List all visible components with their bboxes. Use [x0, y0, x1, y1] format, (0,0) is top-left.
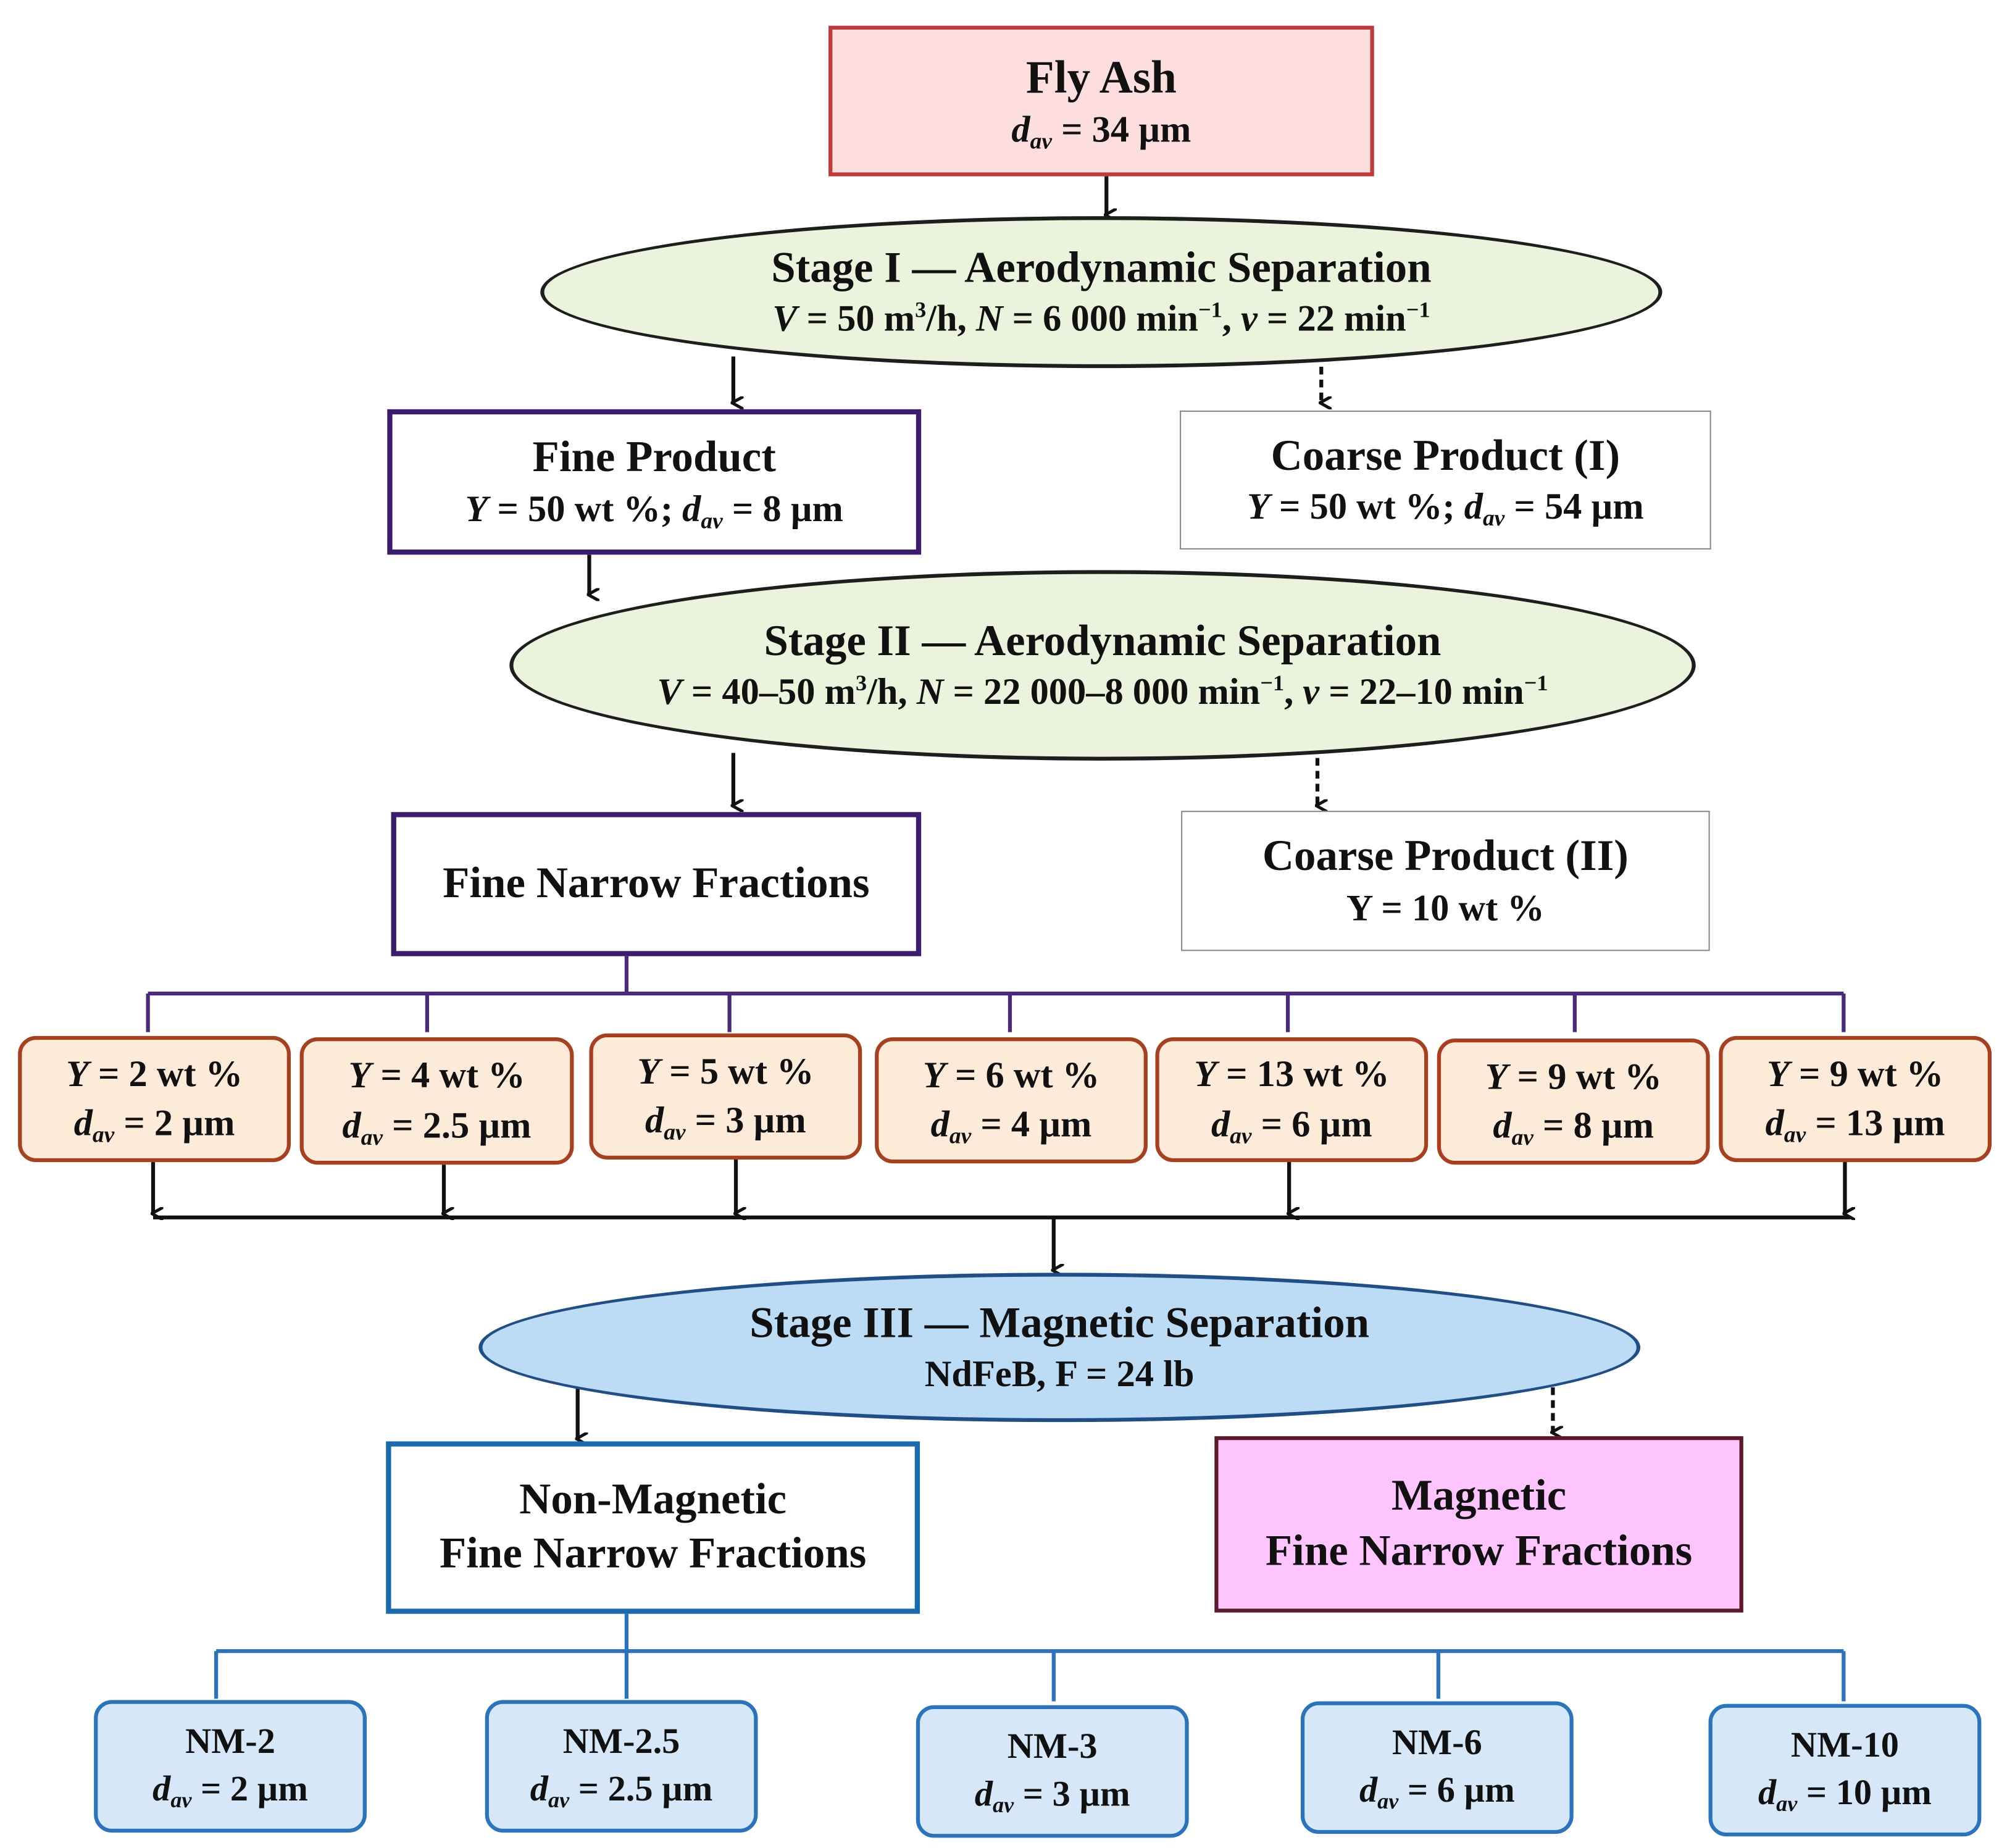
coarse-product-1-title: Coarse Product (I) [1271, 432, 1621, 480]
fly-ash-box: Fly Ash dav = 34 µm [828, 25, 1374, 177]
coarse-product-2-yield: Y = 10 wt % [1346, 887, 1545, 929]
stage-3-title: Stage III — Magnetic Separation [749, 1299, 1370, 1347]
coarse-product-1-params: Y = 50 wt %; dav = 54 µm [1247, 487, 1644, 531]
nm-product-size: dav = 6 µm [1359, 1770, 1515, 1813]
stage-2-ellipse: Stage II — Aerodynamic Separation V = 40… [509, 570, 1696, 761]
stage-1-title: Stage I — Aerodynamic Separation [771, 244, 1432, 292]
fraction-yield: Y = 9 wt % [1485, 1056, 1662, 1098]
fraction-box: Y = 4 wt % dav = 2.5 µm [299, 1037, 574, 1165]
stage-2-title: Stage II — Aerodynamic Separation [764, 617, 1442, 665]
magnetic-line2: Fine Narrow Fractions [1265, 1527, 1693, 1575]
fraction-yield: Y = 2 wt % [65, 1053, 243, 1095]
fraction-size: dav = 3 µm [645, 1100, 806, 1145]
fraction-box: Y = 9 wt % dav = 13 µm [1719, 1035, 1992, 1163]
nm-product-name: NM-2.5 [562, 1721, 680, 1762]
nm-product-name: NM-2 [185, 1721, 275, 1762]
fraction-box: Y = 5 wt % dav = 3 µm [589, 1033, 862, 1160]
coarse-product-2-title: Coarse Product (II) [1262, 832, 1629, 880]
stage-1-ellipse: Stage I — Aerodynamic Separation V = 50 … [540, 216, 1663, 369]
magnetic-line1: Magnetic [1391, 1472, 1567, 1520]
fraction-yield: Y = 6 wt % [922, 1055, 1100, 1097]
fine-product-title: Fine Product [532, 433, 776, 482]
coarse-product-2-box: Coarse Product (II) Y = 10 wt % [1181, 811, 1710, 951]
fraction-box: Y = 13 wt % dav = 6 µm [1155, 1037, 1429, 1163]
fraction-box: Y = 6 wt % dav = 4 µm [875, 1037, 1148, 1164]
nm-product-box: NM-6 dav = 6 µm [1300, 1701, 1574, 1834]
nm-product-name: NM-6 [1392, 1722, 1482, 1763]
fractions-bus [146, 955, 1846, 1032]
fraction-yield: Y = 4 wt % [348, 1055, 525, 1097]
collector-arrows [153, 1158, 1850, 1270]
non-magnetic-box: Non-Magnetic Fine Narrow Fractions [386, 1441, 920, 1614]
nm-product-size: dav = 2.5 µm [530, 1768, 713, 1812]
magnetic-box: Magnetic Fine Narrow Fractions [1214, 1436, 1743, 1613]
fly-ash-title: Fly Ash [1025, 51, 1177, 103]
nm-product-box: NM-10 dav = 10 µm [1708, 1704, 1982, 1837]
fraction-yield: Y = 9 wt % [1767, 1053, 1944, 1095]
nm-product-size: dav = 3 µm [974, 1774, 1130, 1817]
nm-product-box: NM-2.5 dav = 2.5 µm [485, 1700, 758, 1833]
nm-product-box: NM-2 dav = 2 µm [94, 1700, 367, 1833]
nm-product-name: NM-10 [1790, 1725, 1899, 1765]
fraction-box: Y = 2 wt % dav = 2 µm [18, 1035, 291, 1163]
fine-product-params: Y = 50 wt %; dav = 8 µm [465, 488, 843, 533]
stage-1-params: V = 50 m3/h, N = 6 000 min−1, v = 22 min… [772, 296, 1430, 340]
fine-product-box: Fine Product Y = 50 wt %; dav = 8 µm [387, 409, 922, 555]
fraction-size: dav = 13 µm [1765, 1103, 1945, 1147]
stage-3-params: NdFeB, F = 24 lb [924, 1353, 1195, 1395]
fly-ash-size: dav = 34 µm [1011, 109, 1191, 154]
nm-product-name: NM-3 [1007, 1726, 1098, 1766]
fraction-yield: Y = 5 wt % [637, 1051, 814, 1093]
fraction-size: dav = 6 µm [1211, 1103, 1372, 1148]
fraction-yield: Y = 13 wt % [1194, 1054, 1390, 1096]
fine-narrow-fractions-box: Fine Narrow Fractions [391, 812, 922, 956]
fraction-size: dav = 4 µm [930, 1104, 1092, 1149]
stage-3-ellipse: Stage III — Magnetic Separation NdFeB, F… [478, 1273, 1641, 1423]
nm-product-box: NM-3 dav = 3 µm [916, 1705, 1189, 1838]
nm-product-size: dav = 2 µm [152, 1768, 308, 1812]
coarse-product-1-box: Coarse Product (I) Y = 50 wt %; dav = 54… [1180, 410, 1711, 550]
fine-narrow-title: Fine Narrow Fractions [443, 859, 870, 907]
nm-bus [214, 1612, 1846, 1702]
stage-2-params: V = 40–50 m3/h, N = 22 000–8 000 min−1, … [657, 669, 1548, 713]
nm-product-size: dav = 10 µm [1758, 1773, 1932, 1816]
fraction-size: dav = 2 µm [73, 1103, 235, 1147]
fraction-size: dav = 8 µm [1493, 1105, 1654, 1150]
fraction-size: dav = 2.5 µm [342, 1105, 532, 1150]
fraction-box: Y = 9 wt % dav = 8 µm [1437, 1039, 1710, 1165]
non-magnetic-line1: Non-Magnetic [519, 1475, 787, 1523]
non-magnetic-line2: Fine Narrow Fractions [439, 1530, 867, 1578]
